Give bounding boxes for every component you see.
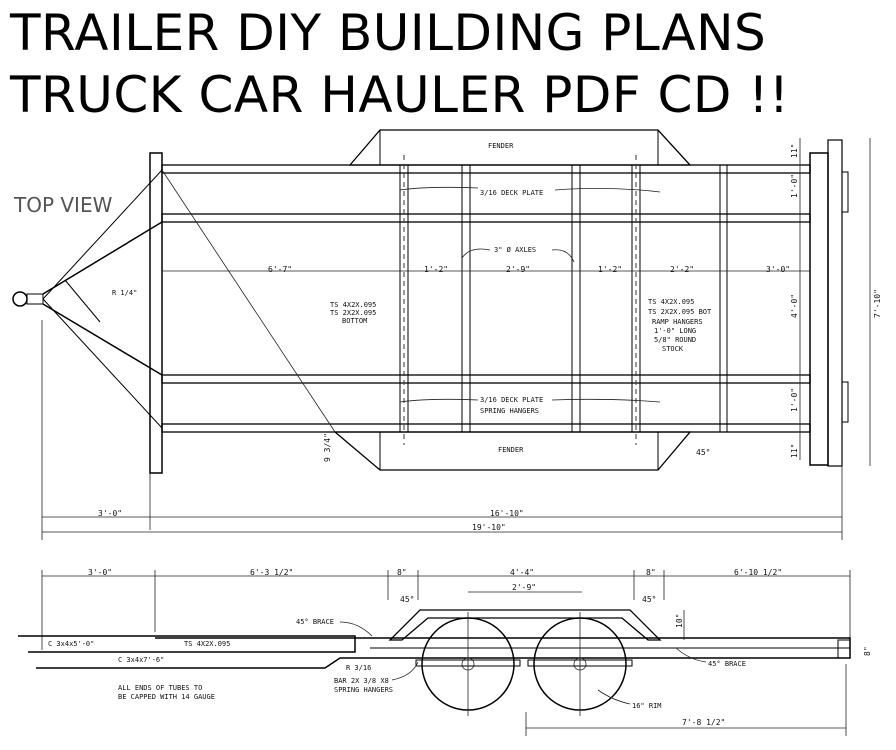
title-line-2: TRUCK CAR HAULER PDF CD !! bbox=[10, 66, 790, 124]
top-view-label: TOP VIEW bbox=[13, 193, 113, 217]
title-line-1: TRAILER DIY BUILDING PLANS bbox=[10, 4, 767, 62]
tail-light-bottom bbox=[841, 381, 849, 423]
svg-text:45° BRACE: 45° BRACE bbox=[296, 618, 334, 626]
top-view: TOP VIEW R bbox=[12, 129, 882, 540]
svg-text:1'-2": 1'-2" bbox=[598, 265, 622, 274]
wheel-rear bbox=[533, 612, 627, 716]
svg-text:1'-2": 1'-2" bbox=[424, 265, 448, 274]
svg-text:BOTTOM: BOTTOM bbox=[342, 317, 367, 325]
rail-inner-bottom bbox=[161, 374, 811, 384]
svg-text:1'-0" LONG: 1'-0" LONG bbox=[654, 327, 696, 335]
svg-text:45°: 45° bbox=[400, 595, 414, 604]
side-view: 3'-0" 6'-3 1/2" 8" 4'-4" 8" 6'-10 1/2" 2… bbox=[18, 568, 872, 736]
axles-label: 3" Ø AXLES bbox=[494, 246, 536, 254]
svg-text:TS 4X2X.095: TS 4X2X.095 bbox=[648, 298, 694, 306]
svg-text:8": 8" bbox=[863, 646, 872, 656]
svg-text:SPRING HANGERS: SPRING HANGERS bbox=[334, 686, 393, 694]
main-frame bbox=[36, 637, 851, 669]
hitch-coupler bbox=[12, 291, 28, 307]
svg-text:10": 10" bbox=[675, 614, 684, 628]
rear-crossmember bbox=[809, 152, 829, 466]
fender-bottom-label: FENDER bbox=[498, 446, 524, 454]
spring-hangers-label: SPRING HANGERS bbox=[480, 407, 539, 415]
rear-bumper bbox=[827, 139, 843, 467]
svg-text:3'-0": 3'-0" bbox=[766, 265, 790, 274]
svg-text:3'-0": 3'-0" bbox=[88, 568, 112, 577]
svg-text:8": 8" bbox=[397, 568, 407, 577]
svg-text:3'-0": 3'-0" bbox=[98, 509, 122, 518]
note-line-2: BE CAPPED WITH 14 GAUGE bbox=[118, 693, 215, 701]
svg-text:6'-10 1/2": 6'-10 1/2" bbox=[734, 568, 782, 577]
fender-top-label: FENDER bbox=[488, 142, 514, 150]
svg-text:2'-9": 2'-9" bbox=[506, 265, 530, 274]
note-line-1: ALL ENDS OF TUBES TO bbox=[118, 684, 202, 692]
svg-text:1'-0": 1'-0" bbox=[790, 388, 799, 412]
svg-text:2'-9": 2'-9" bbox=[512, 583, 536, 592]
svg-text:16'-10": 16'-10" bbox=[490, 509, 524, 518]
svg-text:16" RIM: 16" RIM bbox=[632, 702, 662, 710]
front-crossmember bbox=[149, 152, 163, 474]
svg-text:TS 4X2X.095: TS 4X2X.095 bbox=[184, 640, 230, 648]
svg-text:6'-7": 6'-7" bbox=[268, 265, 292, 274]
svg-text:R 3/16: R 3/16 bbox=[346, 664, 371, 672]
svg-text:TS 2X2X.095: TS 2X2X.095 bbox=[330, 309, 376, 317]
svg-text:R 1/4": R 1/4" bbox=[112, 289, 137, 297]
tongue-channel bbox=[18, 635, 356, 653]
svg-text:5/8" ROUND: 5/8" ROUND bbox=[654, 336, 696, 344]
rail-bottom bbox=[161, 423, 811, 433]
svg-text:2'-2": 2'-2" bbox=[670, 265, 694, 274]
svg-text:45° BRACE: 45° BRACE bbox=[708, 660, 746, 668]
svg-text:11": 11" bbox=[790, 144, 799, 158]
svg-text:7'-8 1/2": 7'-8 1/2" bbox=[682, 718, 725, 727]
svg-text:4'-0": 4'-0" bbox=[790, 294, 799, 318]
svg-text:7'-10": 7'-10" bbox=[873, 289, 882, 318]
svg-text:45°: 45° bbox=[696, 448, 710, 457]
svg-text:RAMP HANGERS: RAMP HANGERS bbox=[652, 318, 703, 326]
svg-text:9 3/4": 9 3/4" bbox=[323, 433, 332, 462]
svg-text:45°: 45° bbox=[642, 595, 656, 604]
svg-text:19'-10": 19'-10" bbox=[472, 523, 506, 532]
deck-plate-bottom-label: 3/16 DECK PLATE bbox=[480, 396, 543, 404]
svg-text:4'-4": 4'-4" bbox=[510, 568, 534, 577]
svg-text:6'-3 1/2": 6'-3 1/2" bbox=[250, 568, 293, 577]
svg-text:C 3x4x7'-6": C 3x4x7'-6" bbox=[118, 656, 164, 664]
svg-text:BAR 2X 3/8 X8: BAR 2X 3/8 X8 bbox=[334, 677, 389, 685]
svg-text:TS 2X2X.095 BOT: TS 2X2X.095 BOT bbox=[648, 308, 712, 316]
fender-side bbox=[388, 609, 662, 641]
rail-top bbox=[161, 164, 811, 174]
tail-light-top bbox=[841, 171, 849, 213]
svg-text:TS 4X2X.095: TS 4X2X.095 bbox=[330, 301, 376, 309]
wheel-front bbox=[421, 612, 515, 716]
fender-top bbox=[348, 129, 692, 166]
svg-text:C 3x4x5'-0": C 3x4x5'-0" bbox=[48, 640, 94, 648]
svg-text:8": 8" bbox=[646, 568, 656, 577]
svg-text:1'-0": 1'-0" bbox=[790, 174, 799, 198]
svg-text:11": 11" bbox=[790, 444, 799, 458]
svg-text:STOCK: STOCK bbox=[662, 345, 684, 353]
rail-inner-top bbox=[161, 213, 811, 223]
deck-plate-top-label: 3/16 DECK PLATE bbox=[480, 189, 543, 197]
